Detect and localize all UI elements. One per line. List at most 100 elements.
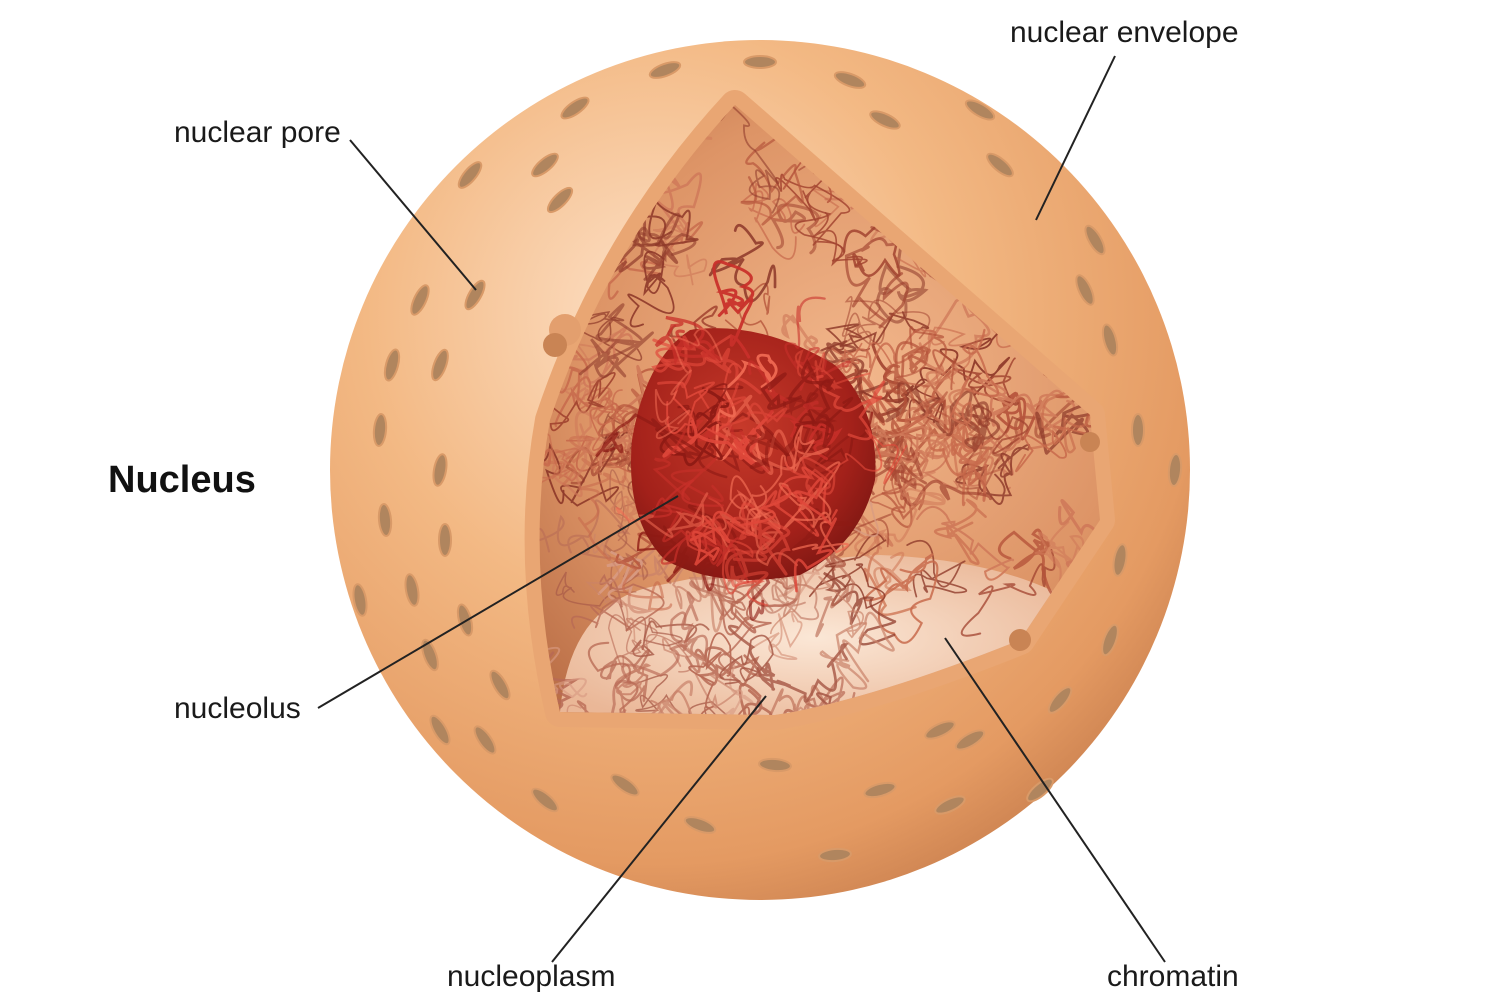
chromatin-fiber bbox=[793, 477, 837, 593]
label-chromatin: chromatin bbox=[1107, 960, 1239, 993]
chromatin-fiber bbox=[747, 360, 823, 424]
chromatin-fiber bbox=[785, 456, 836, 505]
label-nucleolus: nucleolus bbox=[174, 692, 301, 725]
chromatin-fiber bbox=[916, 505, 1015, 581]
chromatin-fiber bbox=[719, 634, 774, 685]
nuclear-pore bbox=[1131, 413, 1145, 447]
nuclear-pore bbox=[1047, 686, 1073, 714]
chromatin-fiber bbox=[610, 217, 679, 281]
leader-line-nucleolus bbox=[317, 495, 679, 709]
chromatin-fiber bbox=[654, 328, 723, 440]
nuclear-pore bbox=[410, 284, 430, 316]
nuclear-pore bbox=[833, 71, 867, 89]
nuclear-pore bbox=[610, 773, 640, 797]
nucleolus-fibers bbox=[595, 260, 908, 621]
chromatin-fiber bbox=[585, 533, 636, 641]
chromatin-fiber bbox=[595, 413, 702, 460]
label-nucleoplasm: nucleoplasm bbox=[447, 960, 616, 993]
chromatin-fiber bbox=[730, 502, 791, 576]
chromatin-fiber bbox=[1027, 385, 1100, 454]
chromatin-fiber bbox=[844, 226, 909, 329]
nuclear-pore bbox=[404, 573, 420, 607]
nuclear-pore bbox=[489, 669, 511, 701]
chromatin-fiber bbox=[614, 663, 660, 715]
chromatin-fiber bbox=[760, 358, 836, 449]
envelope-bump bbox=[543, 333, 567, 357]
chromatin-fiber bbox=[752, 571, 820, 621]
nuclear-pore bbox=[531, 152, 559, 178]
chromatin-fiber bbox=[729, 424, 830, 518]
chromatin-fiber bbox=[652, 431, 724, 503]
chromatin-fiber bbox=[894, 351, 952, 431]
chromatin-fiber bbox=[652, 335, 762, 395]
chromatin-fiber bbox=[684, 664, 754, 715]
chromatin-fiber bbox=[820, 429, 908, 491]
leader-line-nucleoplasm bbox=[551, 695, 767, 963]
nuclear-pore bbox=[560, 96, 590, 120]
chromatin-fiber bbox=[738, 683, 803, 715]
chromatin-fiber bbox=[820, 311, 930, 352]
chromatin-fiber bbox=[658, 690, 751, 715]
chromatin-fiber bbox=[873, 470, 946, 550]
chromatin-fiber bbox=[542, 372, 616, 432]
nuclear-pore bbox=[429, 714, 451, 746]
chromatin-fiber bbox=[613, 212, 697, 263]
nuclear-pore bbox=[986, 152, 1014, 178]
chromatin-fiber bbox=[789, 419, 843, 461]
nuclear-pore bbox=[1167, 453, 1183, 487]
nuclear-pore bbox=[869, 110, 901, 130]
chromatin-fiber bbox=[599, 649, 650, 702]
nuclear-pore bbox=[531, 787, 559, 813]
nuclear-pore bbox=[758, 757, 792, 773]
nuclear-pore bbox=[457, 161, 483, 189]
chromatin-fiber bbox=[819, 611, 895, 690]
chromatin-fiber bbox=[615, 492, 709, 538]
chromatin-fiber bbox=[794, 146, 868, 267]
chromatin-fiber bbox=[712, 260, 755, 359]
leader-line-envelope bbox=[1035, 55, 1116, 221]
chromatin-fiber bbox=[693, 646, 762, 687]
nuclear-pore bbox=[377, 503, 393, 537]
chromatin-fiber bbox=[952, 425, 995, 502]
nuclear-pore bbox=[1026, 777, 1054, 803]
chromatin-fiber bbox=[1025, 389, 1076, 434]
chromatin-fiber bbox=[831, 328, 937, 391]
chromatin-fiber bbox=[863, 421, 950, 463]
chromatin-fiber bbox=[949, 328, 1000, 432]
nuclear-pore bbox=[1101, 623, 1119, 657]
envelope-bump bbox=[1080, 432, 1100, 452]
chromatin-fiber bbox=[823, 569, 897, 646]
chromatin-fiber bbox=[712, 585, 754, 677]
label-nuclear-pore: nuclear pore bbox=[174, 116, 341, 149]
nuclear-pore bbox=[683, 816, 717, 834]
chromatin-fiber bbox=[539, 438, 565, 505]
leader-lines bbox=[317, 55, 1166, 963]
chromatin-fiber bbox=[651, 208, 708, 286]
nuclear-pore bbox=[421, 638, 439, 672]
chromatin-fiber bbox=[539, 417, 579, 497]
nuclear-pore bbox=[383, 348, 401, 382]
nuclear-pore bbox=[954, 729, 986, 751]
nuclear-pore bbox=[431, 348, 449, 382]
chromatin-fiber bbox=[636, 525, 688, 574]
chromatin-fiber bbox=[778, 461, 850, 554]
nuclear-pore bbox=[648, 61, 682, 79]
chromatin-fiber bbox=[721, 105, 781, 214]
nuclear-pore bbox=[934, 795, 966, 815]
nuclear-pore bbox=[546, 186, 574, 214]
chromatin-fiber bbox=[877, 394, 957, 452]
label-nuclear-envelope: nuclear envelope bbox=[1010, 16, 1239, 49]
leader-line-chromatin bbox=[944, 637, 1166, 963]
chromatin-fiber bbox=[577, 444, 673, 611]
chromatin-fiber bbox=[607, 614, 693, 673]
chromatin-fiber bbox=[930, 326, 986, 387]
leader-line-pore bbox=[349, 139, 477, 291]
nuclear-pore bbox=[473, 725, 497, 755]
chromatin-fiber bbox=[651, 334, 733, 389]
chromatin-fiber bbox=[539, 435, 612, 486]
chromatin-fiber bbox=[740, 116, 805, 226]
nuclear-pore bbox=[924, 720, 956, 740]
diagram-title: Nucleus bbox=[108, 459, 256, 501]
